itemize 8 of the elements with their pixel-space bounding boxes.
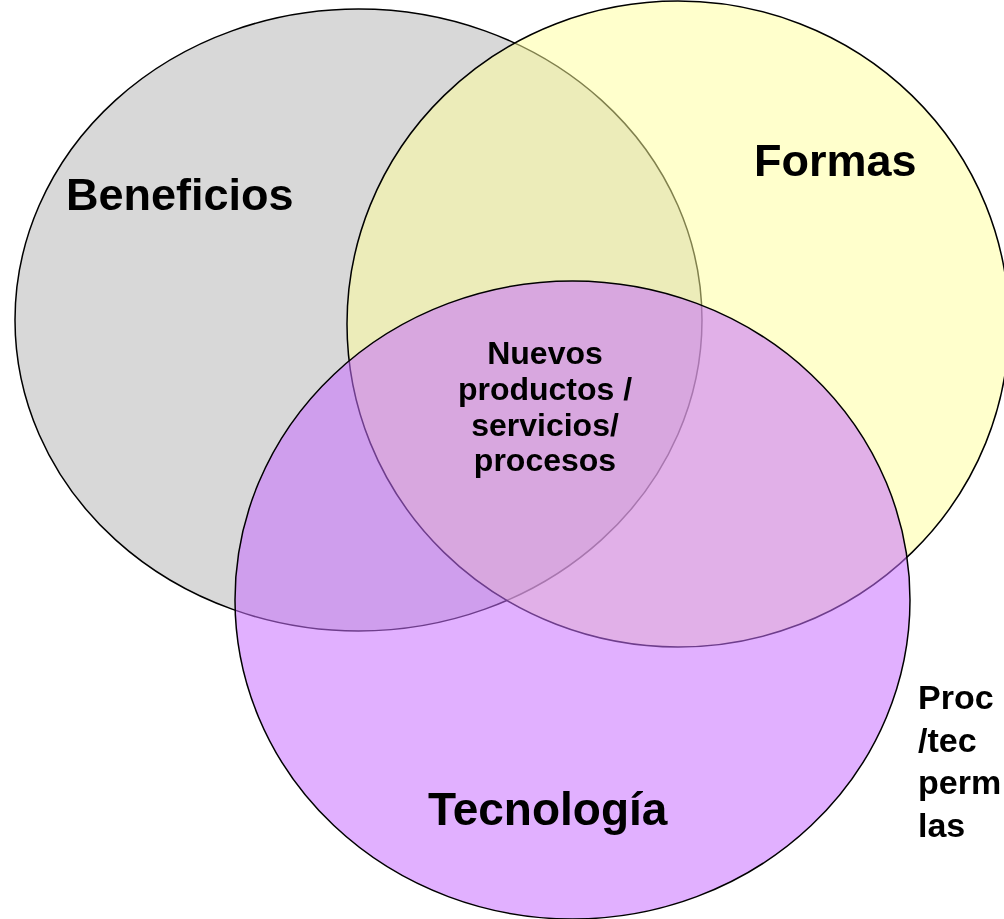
circle-label: Beneficios: [66, 170, 294, 220]
circle-label: Tecnología: [428, 784, 668, 835]
intersection-label: Nuevos productos / servicios/ procesos: [456, 336, 634, 480]
side-note-text: las: [918, 804, 967, 846]
side-note-text: Proc: [918, 677, 995, 718]
side-note-text: /tec: [918, 719, 978, 761]
circle-label: Formas: [754, 136, 917, 186]
side-note-text: perm: [918, 762, 1002, 803]
